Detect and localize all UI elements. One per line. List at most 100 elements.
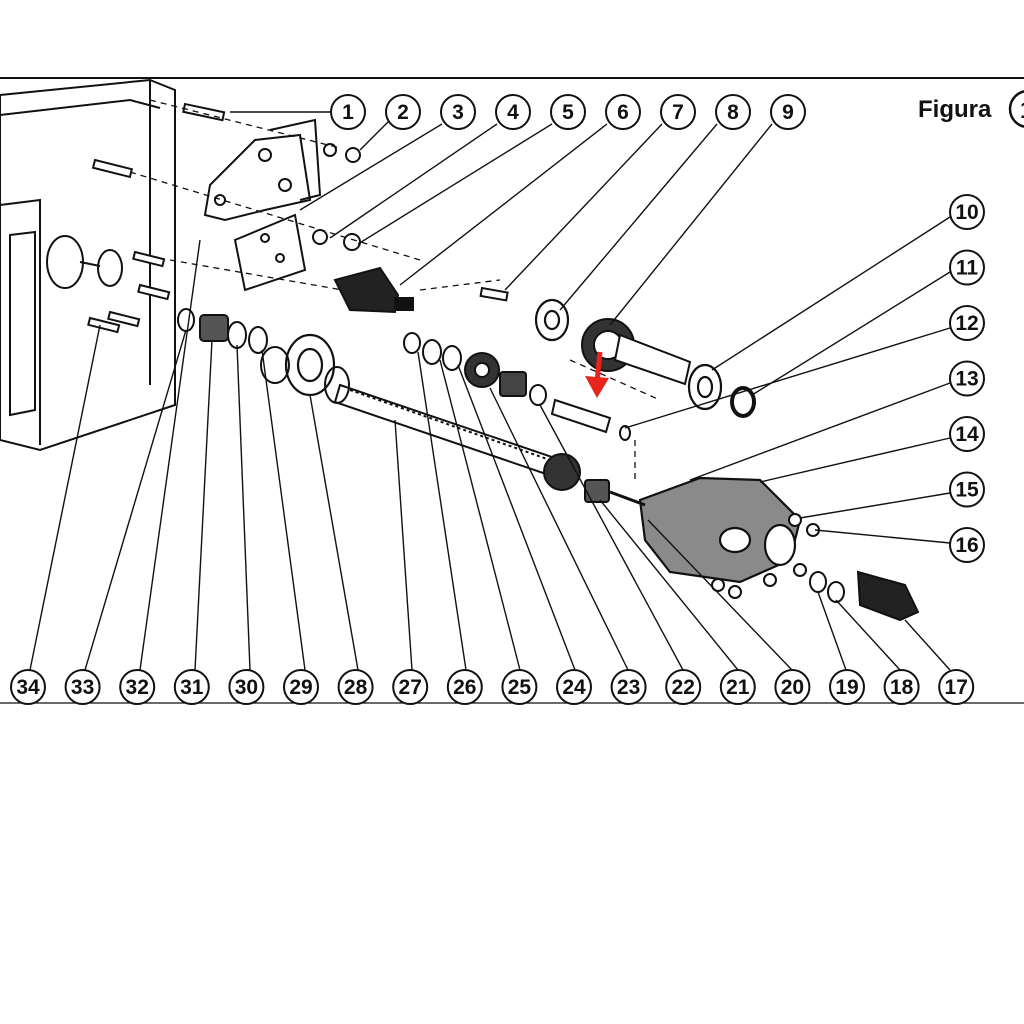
callout-number: 7 <box>672 101 684 124</box>
bearing-left <box>284 333 336 397</box>
callout-3: 3 <box>440 94 476 130</box>
callout-circle <box>556 669 592 705</box>
callout-circle <box>610 669 647 705</box>
callout-number: 27 <box>399 676 422 699</box>
callout-circle <box>949 194 985 230</box>
figure-title: Figura <box>918 96 992 123</box>
callout-21: 21 <box>719 669 756 705</box>
gear-shaft <box>581 318 692 386</box>
callout-circle <box>10 669 46 705</box>
callout-31: 31 <box>173 669 210 705</box>
callout-circle <box>949 249 985 286</box>
leader-lines <box>29 111 951 671</box>
callout-number: 14 <box>955 423 979 446</box>
callout-circle <box>605 94 641 130</box>
callout-circle <box>550 94 586 130</box>
callout-30: 30 <box>228 669 265 705</box>
callout-8: 8 <box>715 94 751 130</box>
callout-number: 11 <box>956 257 979 280</box>
callout-number: 28 <box>344 676 368 699</box>
callout-number: 31 <box>180 676 204 699</box>
callout-number: 32 <box>126 676 149 699</box>
callout-number: 6 <box>617 101 629 124</box>
callout-circle <box>119 669 156 705</box>
callout-16: 16 <box>949 527 985 563</box>
callout-circle <box>949 471 985 508</box>
callout-34: 34 <box>10 669 46 705</box>
callout-circle <box>715 94 751 130</box>
callout-number: 30 <box>235 676 258 699</box>
callout-number: 24 <box>562 676 586 699</box>
callout-6: 6 <box>605 94 641 130</box>
callout-circle <box>949 305 985 341</box>
callout-circle <box>719 669 756 705</box>
red-arrow-icon <box>585 351 609 398</box>
mounting-plate <box>233 213 361 292</box>
callout-circle <box>440 94 476 130</box>
main-shaft <box>333 383 557 478</box>
callout-2: 2 <box>385 94 421 130</box>
callout-7: 7 <box>660 94 696 130</box>
callout-number: 16 <box>955 534 978 557</box>
callout-22: 22 <box>665 669 702 705</box>
callout-number: 13 <box>955 368 978 391</box>
callout-number: 15 <box>955 479 979 502</box>
callout-circle <box>938 669 975 705</box>
callout-number: 9 <box>782 101 794 124</box>
callout-10: 10 <box>949 194 985 230</box>
bracket <box>203 118 361 222</box>
figure-label: Figura 1 <box>918 90 1024 128</box>
callout-1: 1 <box>330 94 366 130</box>
splined-coupling <box>333 266 414 314</box>
callout-number: 23 <box>617 676 640 699</box>
callout-number: 18 <box>890 676 914 699</box>
callout-number: 33 <box>71 676 94 699</box>
callout-number: 20 <box>781 676 804 699</box>
callout-circle <box>501 669 538 705</box>
needle-bearing <box>199 314 229 342</box>
callout-circle <box>330 94 366 130</box>
callout-number: 19 <box>835 676 858 699</box>
callout-number: 10 <box>955 201 978 224</box>
callout-number: 8 <box>727 101 739 124</box>
callout-circle <box>829 669 865 705</box>
callout-29: 29 <box>283 669 319 705</box>
pin <box>479 286 509 302</box>
callout-28: 28 <box>337 669 374 705</box>
callout-4: 4 <box>495 94 531 130</box>
callout-number: 17 <box>945 676 968 699</box>
callout-circle <box>883 669 920 705</box>
callout-circle <box>949 527 985 563</box>
callout-number: 2 <box>397 101 409 124</box>
callout-number: 4 <box>507 101 519 124</box>
middle-gears-washers <box>422 339 631 441</box>
callout-circle <box>949 360 985 397</box>
callout-circle <box>392 669 429 705</box>
callout-32: 32 <box>119 669 156 705</box>
callout-number: 12 <box>955 312 978 335</box>
callout-circle <box>770 94 806 130</box>
callout-25: 25 <box>501 669 538 705</box>
studs <box>87 102 226 334</box>
figure-number: 1 <box>1020 97 1024 124</box>
callout-circle <box>665 669 702 705</box>
callout-circle <box>337 669 374 705</box>
callout-14: 14 <box>949 416 985 452</box>
callout-circle <box>173 669 210 705</box>
callout-19: 19 <box>829 669 865 705</box>
nuts-right <box>711 513 845 603</box>
splined-sleeve <box>856 570 920 622</box>
callout-number: 5 <box>562 101 574 124</box>
callout-number: 29 <box>289 676 312 699</box>
callout-20: 20 <box>774 669 811 705</box>
callout-number: 1 <box>342 101 354 124</box>
callout-33: 33 <box>64 669 101 705</box>
callout-circle <box>495 94 531 130</box>
callout-26: 26 <box>446 669 483 705</box>
callout-13: 13 <box>949 360 985 397</box>
callout-9: 9 <box>770 94 806 130</box>
callout-17: 17 <box>938 669 975 705</box>
callout-circle <box>385 94 421 130</box>
